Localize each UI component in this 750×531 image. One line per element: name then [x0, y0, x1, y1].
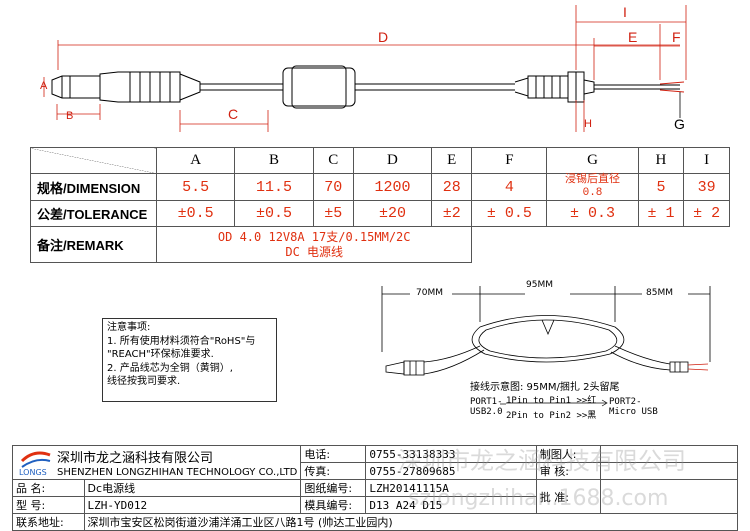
dim-label-e: E — [628, 29, 638, 45]
company-name-en: SHENZHEN LONGZHIHAN TECHNOLOGY CO.,LTD — [57, 467, 298, 478]
tolerance-value-h: ± 1 — [637, 200, 685, 227]
dim-label-g: G — [674, 116, 685, 132]
col-header-e: E — [431, 147, 473, 174]
dimension-value-g-line1: 浸锡后直径 — [565, 174, 620, 186]
col-header-c: C — [312, 147, 354, 174]
dimension-value-a: 5.5 — [155, 173, 236, 201]
remark-empty — [472, 227, 730, 263]
product-label: 品 名: — [12, 479, 85, 497]
tolerance-value-g: ± 0.3 — [546, 200, 639, 227]
spec-header-row: A B C D E F G H I — [30, 147, 730, 174]
title-block-row-2: 传真: 0755-27809685 审 核: — [13, 462, 739, 480]
col-header-d: D — [352, 147, 433, 174]
col-header-h: H — [637, 147, 685, 174]
mold-value: D13 A24 D15 — [365, 496, 537, 514]
dimension-value-d: 1200 — [352, 173, 433, 201]
dim-label-b: B — [66, 110, 74, 122]
company-name-cn: 深圳市龙之涵科技有限公司 — [57, 451, 214, 466]
watermark-url: szlongzhihan.1688.com — [408, 486, 669, 511]
dimension-value-b: 11.5 — [234, 173, 314, 201]
notes-line-2: "REACH"环保标准要求. — [107, 349, 214, 360]
wiring-diagram: 接线示意图: 95MM/捆扎 2头留尾 — [470, 378, 619, 393]
tolerance-value-a: ±0.5 — [155, 200, 236, 227]
port1-label-b: USB2.0 — [470, 407, 503, 417]
col-header-a: A — [155, 147, 236, 174]
wiring-title: 接线示意图: 95MM/捆扎 2头留尾 — [470, 382, 620, 393]
col-header-i: I — [683, 147, 730, 174]
coil-dim-right: 85MM — [646, 288, 673, 298]
port2-label-b: Micro USB — [609, 407, 658, 417]
tolerance-value-i: ± 2 — [683, 200, 730, 227]
pin1-mapping: 1Pin to Pin1 >>红 — [506, 396, 597, 406]
coil-dim-left: 70MM — [416, 288, 443, 298]
dim-label-f: F — [672, 29, 681, 45]
title-block-row-5: 联系地址: 深圳市宝安区松岗街道沙浦洋涌工业区八路1号 (帅达工业园内) — [12, 513, 739, 531]
notes-title: 注意事项: — [107, 322, 151, 333]
wiring-arrows — [500, 399, 608, 407]
remark-label: 备注/REMARK — [30, 226, 157, 263]
notes-box: 注意事项: 1. 所有使用材料须符合"RoHS"与 "REACH"环保标准要求.… — [102, 318, 277, 402]
dimension-value-g: 浸锡后直径 0.8 — [546, 173, 639, 201]
remark-value: OD 4.0 12V8A 17支/0.15MM/2C DC 电源线 — [155, 226, 473, 263]
tolerance-row: 公差/TOLERANCE ±0.5 ±0.5 ±5 ±20 ±2 ± 0.5 ±… — [30, 200, 730, 227]
product-value: Dc电源线 — [83, 479, 302, 497]
drawing-no-value: LZH20141115A — [365, 479, 537, 497]
dimension-value-h: 5 — [637, 173, 685, 201]
port2-label-a: PORT2- — [609, 397, 642, 407]
title-block-row-1: 深圳市龙之涵科技有限公司 SHENZHEN LONGZHIHAN TECHNOL… — [11, 445, 739, 480]
cable-drawing — [43, 5, 687, 132]
dim-label-a: A — [40, 80, 48, 92]
company-cell: 深圳市龙之涵科技有限公司 SHENZHEN LONGZHIHAN TECHNOL… — [11, 445, 302, 480]
address-value: 深圳市宝安区松岗街道沙浦洋涌工业区八路1号 (帅达工业园内) — [83, 513, 739, 531]
company-logo: LONGS — [19, 451, 51, 477]
dimension-value-e: 28 — [431, 173, 473, 201]
tel-label: 电话: — [300, 445, 367, 463]
coiled-cable-drawing — [381, 286, 711, 376]
coil-dim-mid: 95MM — [526, 280, 553, 290]
remark-line-1: OD 4.0 12V8A 17支/0.15MM/2C — [217, 229, 411, 244]
col-header-g: G — [546, 147, 639, 174]
spec-corner — [30, 147, 157, 174]
mold-label: 模具编号: — [300, 496, 367, 514]
tel-value: 0755-33138333 — [365, 445, 537, 463]
tolerance-value-b: ±0.5 — [234, 200, 314, 227]
dim-label-d: D — [378, 29, 389, 45]
spec-table: A B C D E F G H I 规格/DIMENSION 5.5 11.5 … — [30, 147, 730, 263]
remark-line-2: DC 电源线 — [285, 244, 344, 259]
title-block: 深圳市龙之涵科技有限公司 SHENZHEN LONGZHIHAN TECHNOL… — [11, 445, 739, 531]
notes-line-4: 线径按我司要求. — [107, 376, 181, 387]
tolerance-value-f: ± 0.5 — [471, 200, 548, 227]
dimension-value-i: 39 — [683, 173, 730, 201]
col-header-f: F — [471, 147, 548, 174]
tolerance-value-d: ±20 — [352, 200, 433, 227]
drawing-no-label: 图纸编号: — [300, 479, 367, 497]
notes-line-3: 2. 产品线芯为全铜（黄铜）, — [107, 362, 233, 374]
model-label: 型 号: — [12, 496, 85, 514]
dim-label-c: C — [228, 106, 239, 122]
col-header-b: B — [234, 147, 314, 174]
watermark-company: 深圳市龙之涵科技有限公司 — [398, 447, 686, 475]
address-label: 联系地址: — [12, 513, 85, 531]
dim-label-h: H — [584, 118, 592, 130]
notes-line-1: 1. 所有使用材料须符合"RoHS"与 — [107, 335, 256, 347]
dimension-value-g-line2: 0.8 — [582, 187, 603, 199]
logo-text: LONGS — [19, 468, 47, 477]
dimension-row: 规格/DIMENSION 5.5 11.5 70 1200 28 4 浸锡后直径… — [30, 173, 730, 201]
dimension-value-c: 70 — [312, 173, 354, 201]
title-block-row-4: 型 号: LZH-YD012 模具编号: D13 A24 D15 — [12, 496, 738, 514]
fax-label: 传真: — [300, 462, 367, 480]
remark-row: 备注/REMARK OD 4.0 12V8A 17支/0.15MM/2C DC … — [30, 226, 730, 263]
tolerance-value-c: ±5 — [312, 200, 354, 227]
tolerance-label: 公差/TOLERANCE — [30, 200, 157, 227]
approve-label: 批 准: — [535, 479, 601, 514]
tolerance-value-e: ±2 — [431, 200, 473, 227]
model-value: LZH-YD012 — [83, 496, 302, 514]
dim-label-i: I — [623, 4, 627, 20]
dimension-label: 规格/DIMENSION — [30, 173, 157, 201]
dimension-value-f: 4 — [471, 173, 548, 201]
port1-label-a: PORT1- — [470, 397, 503, 407]
pin2-mapping: 2Pin to Pin2 >>黑 — [506, 411, 597, 421]
